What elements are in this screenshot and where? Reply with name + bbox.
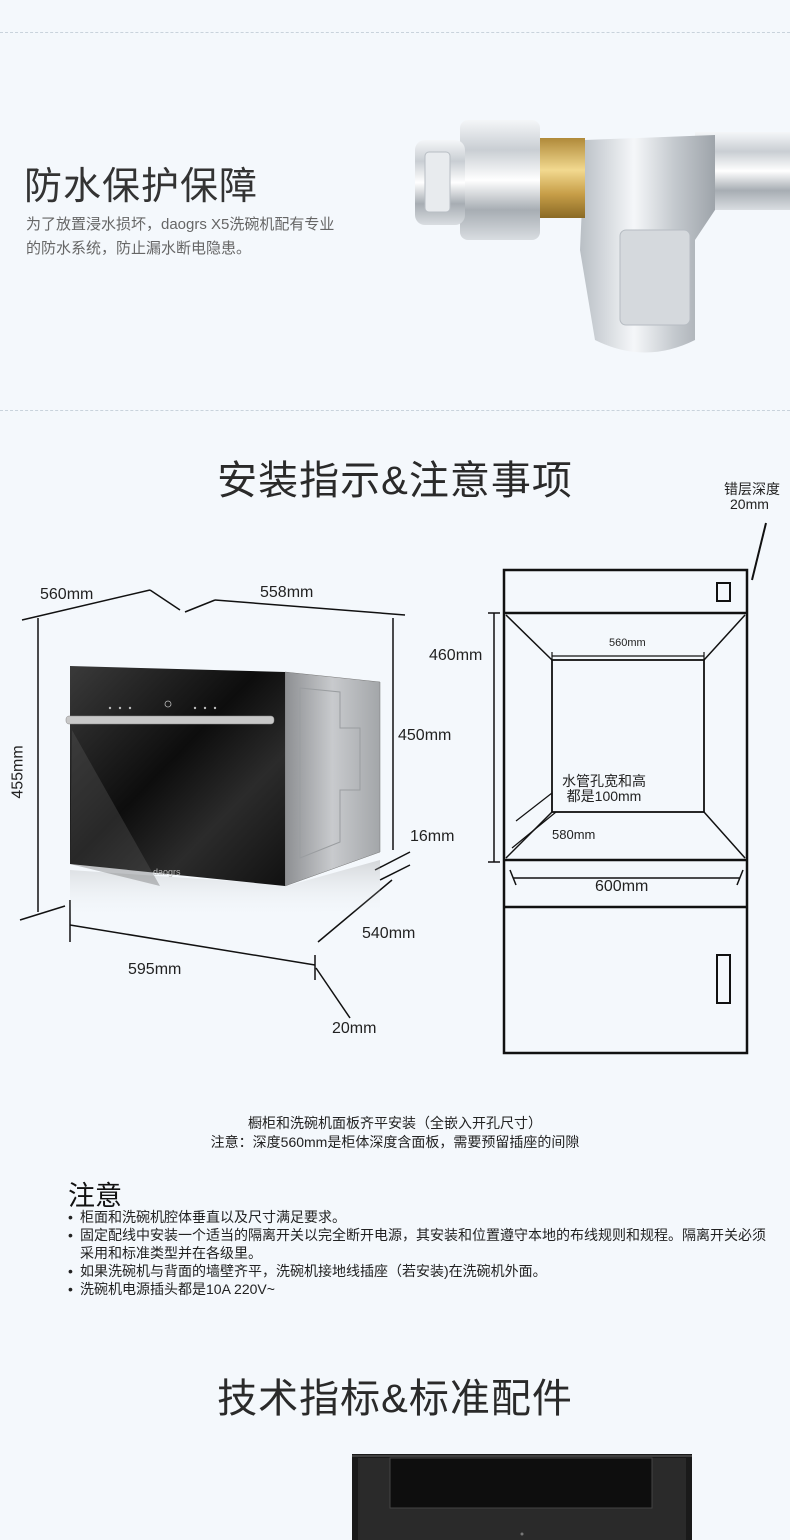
dim-width-top: 558mm bbox=[260, 584, 314, 601]
pipe-hole-note: 水管孔宽和高 都是100mm bbox=[562, 774, 646, 804]
dim-gap: 16mm bbox=[410, 828, 455, 845]
waterproof-desc-line-1: 为了放置浸水损坏，daogrs X5洗碗机配有专业 bbox=[26, 216, 335, 233]
cabinet-height: 460mm bbox=[429, 647, 483, 664]
note-item: 柜面和洗碗机腔体垂直以及尺寸满足要求。 bbox=[68, 1208, 768, 1226]
note-item: 如果洗碗机与背面的墙壁齐平，洗碗机接地线插座（若安装)在洗碗机外面。 bbox=[68, 1262, 768, 1280]
dim-width-bottom: 595mm bbox=[128, 961, 182, 978]
layer-depth-label: 错层深度 bbox=[724, 481, 780, 497]
divider bbox=[0, 32, 790, 33]
dishwasher-front-image bbox=[352, 1454, 692, 1540]
install-caption-line-1: 橱柜和洗碗机面板齐平安装（全嵌入开孔尺寸） bbox=[248, 1115, 542, 1131]
note-item: 固定配线中安装一个适当的隔离开关以完全断开电源，其安装和位置遵守本地的布线规则和… bbox=[68, 1226, 768, 1262]
dim-depth-top: 560mm bbox=[40, 586, 94, 603]
cabinet-cutout-drawing bbox=[488, 522, 767, 1055]
notes-title: 注意 bbox=[68, 1181, 122, 1211]
dim-height-left: 455mm bbox=[9, 745, 27, 799]
brand-mark: daogrs bbox=[153, 867, 181, 877]
pipe-hole-line-2: 都是100mm bbox=[566, 788, 642, 804]
install-caption: 橱柜和洗碗机面板齐平安装（全嵌入开孔尺寸） 注意：深度560mm是柜体深度含面板… bbox=[0, 1114, 790, 1152]
note-item: 洗碗机电源插头都是10A 220V~ bbox=[68, 1280, 768, 1298]
waterproof-description: 为了放置浸水损坏，daogrs X5洗碗机配有专业 的防水系统，防止漏水断电隐患… bbox=[26, 213, 334, 261]
waterproof-title: 防水保护保障 bbox=[24, 166, 259, 208]
dim-height-right: 450mm bbox=[398, 727, 452, 744]
layer-depth-value: 20mm bbox=[730, 496, 769, 512]
notes-list: 柜面和洗碗机腔体垂直以及尺寸满足要求。 固定配线中安装一个适当的隔离开关以完全断… bbox=[68, 1208, 768, 1298]
cabinet-inner-width: 560mm bbox=[609, 637, 646, 649]
dishwasher-dimension-drawing bbox=[19, 589, 411, 1019]
dim-depth-bottom: 540mm bbox=[362, 925, 416, 942]
pipe-hole-line-1: 水管孔宽和高 bbox=[562, 773, 646, 789]
dim-offset: 20mm bbox=[332, 1020, 377, 1037]
divider bbox=[0, 410, 790, 411]
cabinet-inner-depth: 580mm bbox=[552, 827, 596, 842]
install-title: 安装指示&注意事项 bbox=[217, 459, 573, 503]
cabinet-outer-width: 600mm bbox=[595, 878, 649, 895]
install-caption-line-2: 注意：深度560mm是柜体深度含面板，需要预留插座的间隙 bbox=[210, 1134, 580, 1150]
water-valve-image bbox=[415, 120, 790, 353]
specs-title: 技术指标&标准配件 bbox=[217, 1377, 573, 1421]
waterproof-desc-line-2: 的防水系统，防止漏水断电隐患。 bbox=[26, 240, 252, 257]
